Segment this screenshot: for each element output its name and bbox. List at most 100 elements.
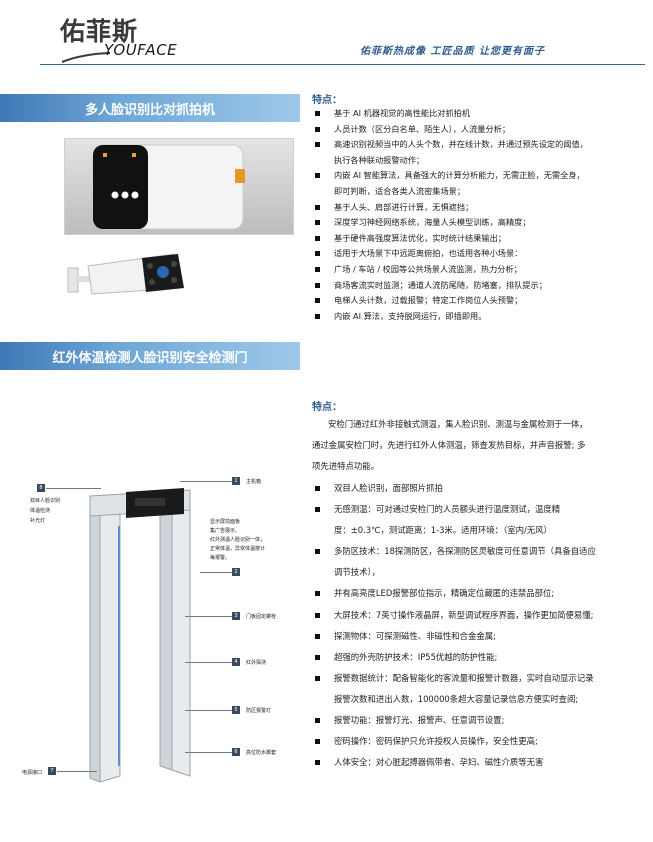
bullet-square-icon [315, 718, 320, 724]
bullet-square-icon [315, 220, 320, 226]
bullet-square-icon [315, 235, 320, 241]
feature-item: 探测物体：可探测磁性、非磁性和合金金属; [312, 626, 650, 647]
feature-item: 超强的外壳防护技术：IP55优越的防护性能; [312, 647, 650, 668]
bullet-square-icon [315, 549, 320, 555]
callout-1-number: 1 [232, 477, 240, 485]
feature-text: 深度学习神经网络系统，海量人头模型训练，高精度； [334, 217, 531, 228]
feature-text: 密码操作：密码保护只允许授权人员操作，安全性更高; [334, 736, 538, 747]
feature-text: 内嵌 AI 智能算法，具备强大的计算分析能力，无需正脸，无需全身， [334, 170, 585, 181]
callout-6-label: 高位防水脚套 [246, 750, 277, 756]
callout-2-number: 2 [232, 568, 240, 576]
feature-text: 无感测温：可对通过安检门的人员额头进行温度测试，温度精 [334, 504, 561, 515]
callout-8-line-2: 体温检测 [30, 508, 51, 514]
slogan: 佑菲斯热成像 工匠品质 让您更有面子 [360, 46, 545, 57]
feature-text: 超强的外壳防护技术：IP55优越的防护性能; [334, 651, 498, 662]
bullet-square-icon [315, 173, 320, 179]
feature-item: 无感测温：可对通过安检门的人员额头进行温度测试，温度精 [312, 499, 650, 520]
callout-8-label: 双目人脸识别 体温检测 补光灯 [30, 496, 60, 526]
section1-feature-list: 基于 AI 机器视觉的高性能比对抓拍机人员计数（区分白名单、陌生人），人流量分析… [312, 106, 647, 324]
feature-item-continued: 调节技术）， [312, 562, 650, 583]
bullet-square-icon [315, 633, 320, 639]
feature-text: 调节技术）， [334, 567, 381, 578]
bullet-square-icon [315, 251, 320, 257]
callout-2-line-4: 正常体温，异常体温按计 [210, 546, 266, 552]
bullet-square-icon [315, 266, 320, 272]
feature-item: 深度学习神经网络系统，海量人头模型训练，高精度； [312, 215, 647, 231]
feature-item: 高速识别视频当中的人头个数，并在线计数，并通过预先设定的阈值， [312, 137, 647, 153]
callout-2-line-2: 集广告展示、 [210, 528, 241, 534]
bullet-square-icon [315, 126, 320, 132]
section2-intro: 安检门通过红外非接触式测温，集人脸识别、测温与金属检测于一体，通过金属安检门时，… [312, 414, 650, 477]
feature-item: 基于 AI 机器视觉的高性能比对抓拍机 [312, 106, 647, 122]
callout-2-text: 显示屏前面板 集广告展示、 红外测温人脸识别一体； 正常体温，异常体温按计 每报… [210, 518, 265, 563]
callout-7-line [57, 771, 97, 772]
bullet-square-icon [315, 142, 320, 148]
feature-text: 报警次数和进出人数，100000条超大容量记录信息方便实时查阅; [334, 693, 579, 704]
feature-text: 即可判断，适合各类人流密集场景； [334, 185, 466, 196]
callout-6-line [185, 752, 232, 753]
logo-swoosh-icon [62, 52, 111, 63]
feature-text: 双目人脸识别，面部照片抓拍 [334, 483, 443, 493]
header-divider [40, 64, 645, 65]
feature-item: 双目人脸识别，面部照片抓拍 [312, 478, 650, 499]
feature-item: 基于硬件高强度算法优化，实时统计结果输出； [312, 231, 647, 247]
feature-text: 人员计数（区分白名单、陌生人），人流量分析； [334, 123, 511, 134]
feature-item: 基于人头、肩部进行计算，无惧遮挡； [312, 200, 647, 216]
logo-chinese: 佑菲斯 [60, 17, 139, 46]
feature-item: 并有高亮度LED报警部位指示，精确定位藏匿的违禁品部位; [312, 583, 650, 604]
bullet-square-icon [315, 313, 320, 319]
feature-text: 基于 AI 机器视觉的高性能比对抓拍机 [334, 108, 471, 118]
feature-text: 度：±0.3℃，测试距离：1-3米。适用环境：（室内/无风） [334, 525, 552, 536]
callout-4-label: 红外探测 [246, 660, 267, 666]
bullet-square-icon [315, 739, 320, 745]
face-device-photo [64, 138, 294, 235]
bullet-square-icon [315, 612, 320, 618]
bullet-square-icon [315, 591, 320, 597]
callout-3-label: 门板固定螺栓 [246, 614, 277, 620]
callout-8-number: 8 [37, 484, 45, 492]
callout-3-number: 3 [232, 612, 240, 620]
face-device-image [92, 144, 245, 230]
callout-3-line [185, 616, 232, 617]
feature-item-continued: 执行各种联动报警动作； [312, 153, 647, 169]
callout-1-line [180, 481, 232, 482]
callout-8-line-1: 双目人脸识别 [30, 498, 61, 504]
feature-text: 适用于大场景下中远距离俯拍，也适用各种小场景： [334, 248, 523, 259]
bullet-square-icon [315, 654, 320, 660]
callout-6-number: 6 [232, 748, 240, 756]
callout-4-line [185, 662, 232, 663]
feature-item: 内嵌 AI 算法，支持脱网运行，即插即用。 [312, 309, 647, 325]
callout-5-label: 防区报警灯 [246, 708, 272, 714]
bullet-square-icon [315, 507, 320, 513]
feature-text: 基于人头、肩部进行计算，无惧遮挡； [334, 201, 474, 212]
feature-item: 适用于大场景下中远距离俯拍，也适用各种小场景： [312, 246, 647, 262]
feature-text: 高速识别视频当中的人头个数，并在线计数，并通过预先设定的阈值， [334, 139, 588, 150]
feature-item-continued: 即可判断，适合各类人流密集场景； [312, 184, 647, 200]
section1-features-title: 特点： [312, 95, 342, 106]
bullet-square-icon [315, 204, 320, 210]
security-gate-image [89, 488, 191, 783]
feature-item: 人员计数（区分白名单、陌生人），人流量分析； [312, 122, 647, 138]
feature-text: 广场 / 车站 / 校园等公共场景人流监测，热力分析； [334, 263, 522, 274]
feature-item-continued: 度：±0.3℃，测试距离：1-3米。适用环境：（室内/无风） [312, 520, 650, 541]
feature-text: 多防区技术：18探测防区，各探测防区灵敏度可任意调节（具备自适应 [334, 546, 596, 557]
feature-text: 执行各种联动报警动作； [334, 154, 425, 165]
callout-7-label: 电源接口 [22, 770, 43, 776]
feature-text: 商场客流实时监测；通道人流防尾随，防堵塞，排队提示； [334, 279, 547, 290]
feature-item-continued: 报警次数和进出人数，100000条超大容量记录信息方便实时查阅; [312, 689, 650, 710]
callout-5-line [185, 710, 232, 711]
section2-feature-list: 双目人脸识别，面部照片抓拍无感测温：可对通过安检门的人员额头进行温度测试，温度精… [312, 478, 650, 773]
feature-text: 基于硬件高强度算法优化，实时统计结果输出； [334, 232, 506, 243]
feature-text: 并有高亮度LED报警部位指示，精确定位藏匿的违禁品部位; [334, 588, 555, 599]
feature-text: 大屏技术：7英寸操作液晶屏，新型调试程序界面，操作更加简便易懂; [334, 609, 594, 620]
feature-item: 人体安全：对心脏起搏器佩带者、孕妇、磁性介质等无害 [312, 752, 650, 773]
feature-item: 电梯人头计数，过载报警；特定工作岗位人头预警； [312, 293, 647, 309]
feature-text: 探测物体：可探测磁性、非磁性和合金金属; [334, 630, 496, 641]
section2-banner: 红外体温检测人脸识别安全检测门 [0, 342, 300, 370]
bullet-square-icon [315, 111, 320, 116]
intro-line: 项先进特点功能。 [312, 461, 379, 472]
feature-item: 商场客流实时监测；通道人流防尾随，防堵塞，排队提示； [312, 278, 647, 294]
bullet-camera-image [67, 253, 184, 295]
callout-2-line-3: 红外测温人脸识别一体； [210, 537, 266, 543]
section1-banner: 多人脸识别比对抓拍机 [0, 94, 300, 122]
